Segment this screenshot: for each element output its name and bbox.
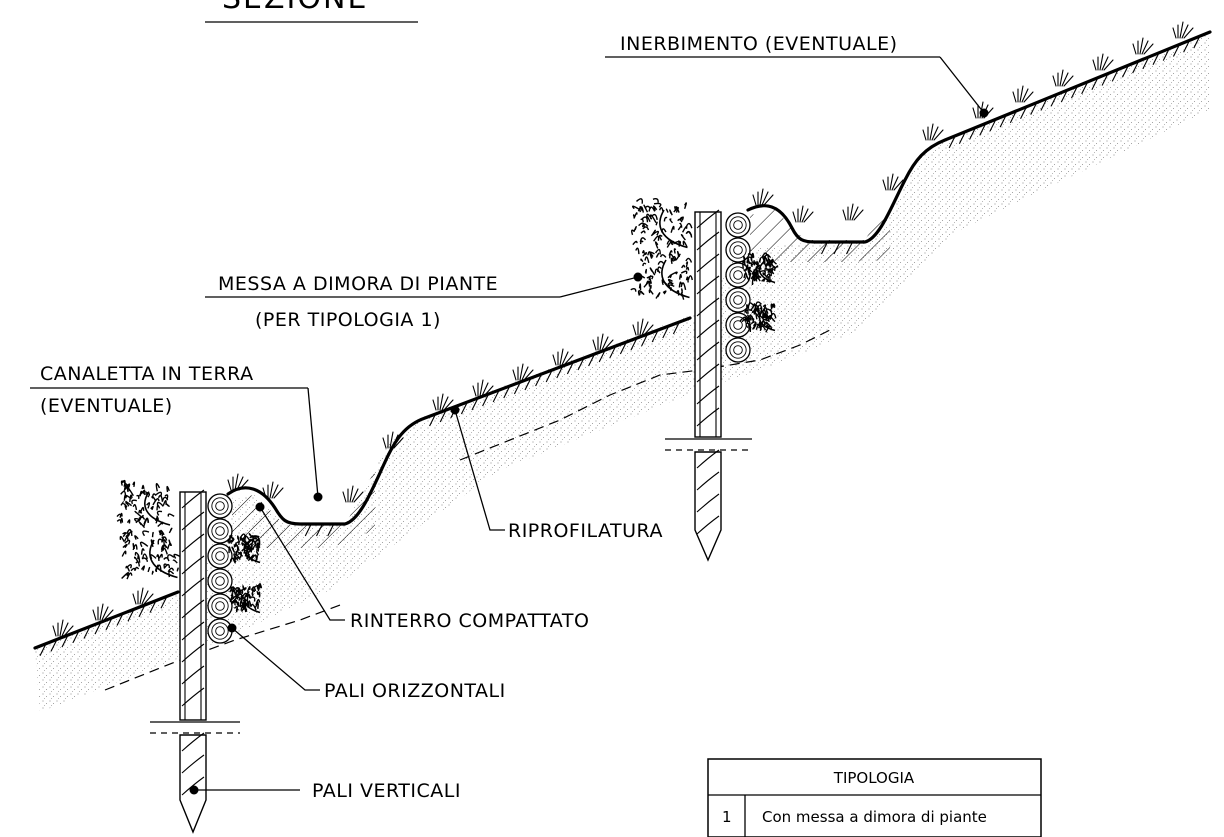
post-spiral-hatching: [181, 209, 720, 796]
horizontal-logs-lower: [207, 493, 233, 644]
leader-rinterro: [255, 502, 345, 621]
surface-ticks: [39, 35, 1201, 656]
label-messa-line1: MESSA A DIMORA DI PIANTE: [218, 273, 498, 295]
label-riprofilatura: RIPROFILATURA: [508, 520, 663, 542]
label-rinterro: RINTERRO COMPATTATO: [350, 610, 589, 632]
leader-riprofilatura: [450, 405, 505, 531]
leader-pali-orizzontali: [227, 623, 320, 691]
label-canaletta-line2: (EVENTUALE): [40, 395, 173, 417]
leader-pali-verticali: [189, 785, 300, 795]
label-pali-verticali: PALI VERTICALI: [312, 780, 461, 802]
leader-canaletta: [30, 387, 323, 502]
label-canaletta-line1: CANALETTA IN TERRA: [40, 363, 254, 385]
label-messa-line2: (PER TIPOLOGIA 1): [255, 309, 441, 331]
vertical-post-lower: [150, 491, 240, 834]
ground-profile-upper: [746, 30, 1212, 244]
section-title: SEZIONE: [205, 0, 418, 23]
shrubs-lower: [116, 479, 263, 614]
table-row-code: 1: [722, 808, 732, 826]
shrubs-upper: [630, 198, 779, 333]
vertical-post-upper: [665, 211, 752, 562]
excavation-line-upper: [459, 329, 831, 461]
grass-tufts: [52, 21, 1194, 637]
rinterro-hatch-lower: [232, 470, 375, 548]
leader-inerbimento: [605, 56, 989, 118]
legend-table: TIPOLOGIA 1 Con messa a dimora di piante: [707, 758, 1042, 837]
title-text: SEZIONE: [222, 0, 368, 16]
excavation-line-lower: [104, 604, 341, 691]
rinterro-hatch-upper: [750, 200, 890, 262]
ground-profile-lower: [33, 590, 180, 650]
table-row-description: Con messa a dimora di piante: [762, 808, 987, 826]
label-inerbimento: INERBIMENTO (EVENTUALE): [620, 33, 898, 55]
leader-messa: [205, 272, 643, 298]
horizontal-logs-upper: [725, 212, 751, 363]
label-pali-orizzontali: PALI ORIZZONTALI: [324, 680, 506, 702]
table-header: TIPOLOGIA: [833, 769, 915, 787]
